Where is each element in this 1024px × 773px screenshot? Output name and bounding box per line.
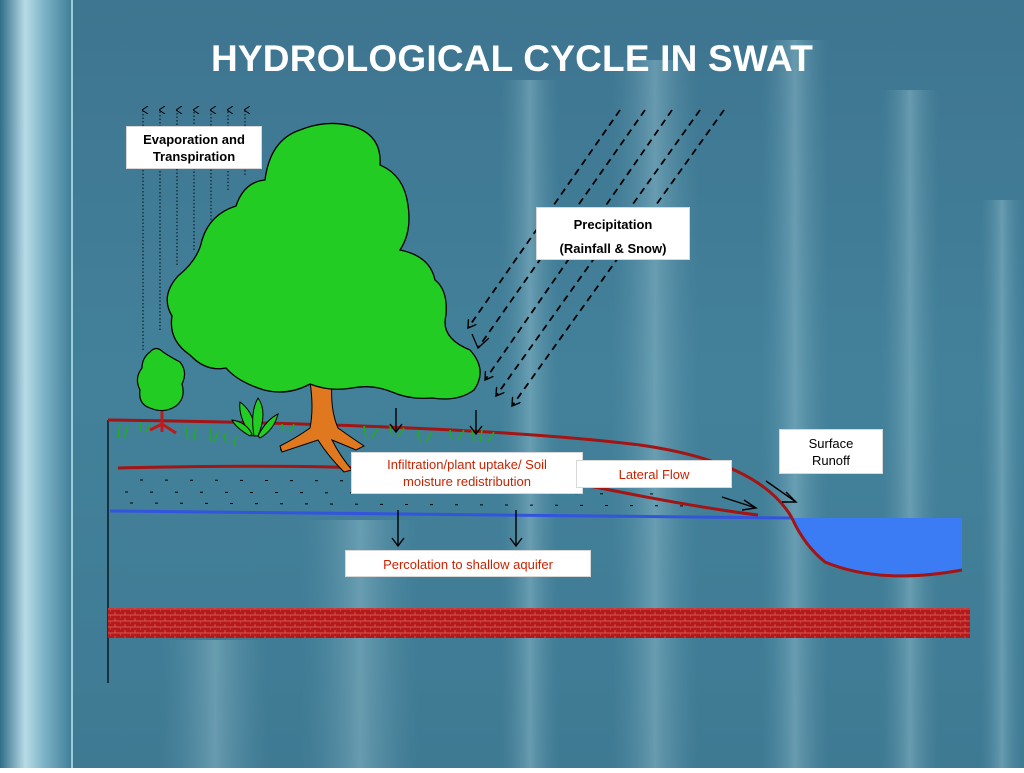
water-body-bank (790, 517, 963, 578)
percolation-arrows (391, 510, 523, 548)
small-tree-icon (136, 347, 186, 435)
left-decorative-bar (0, 0, 72, 768)
land-surface-line (107, 418, 794, 519)
lateral-flow-text: Lateral Flow (618, 467, 690, 482)
evapotranspiration-line-2: Transpiration (152, 149, 236, 164)
infiltration-line-1: Infiltration/plant uptake/ Soil (387, 457, 547, 472)
surface-runoff-line-2: Runoff (811, 453, 851, 468)
lateral-flow-label: Lateral Flow (576, 460, 732, 488)
evapotranspiration-label: Evaporation and Transpiration (126, 126, 262, 169)
surface-runoff-label: Surface Runoff (779, 429, 883, 474)
grass-icon (117, 422, 495, 447)
waterfall-texture (160, 40, 1024, 768)
water-table-line (109, 509, 793, 520)
precipitation-arrowheads (471, 333, 490, 350)
precipitation-line-1: Precipitation (573, 217, 653, 232)
precipitation-line-2: (Rainfall & Snow) (559, 241, 667, 256)
surface-runoff-line-1: Surface (808, 436, 854, 451)
water-body (792, 518, 962, 576)
percolation-label: Percolation to shallow aquifer (345, 550, 591, 577)
plant-icon (231, 397, 279, 439)
infiltration-label: Infiltration/plant uptake/ Soil moisture… (351, 452, 583, 494)
evapotranspiration-line-1: Evaporation and (143, 132, 245, 147)
precipitation-label: Precipitation (Rainfall & Snow) (536, 207, 690, 260)
infiltration-arrows (389, 408, 483, 436)
infiltration-line-2: moisture redistribution (403, 474, 531, 489)
bedrock-layer (108, 608, 970, 638)
tree-icon (166, 122, 481, 473)
percolation-text: Percolation to shallow aquifer (383, 557, 553, 572)
surface-runoff-arrow (765, 480, 798, 503)
lateral-flow-arrow (721, 496, 758, 511)
slide-title: HYDROLOGICAL CYCLE IN SWAT (210, 38, 813, 79)
